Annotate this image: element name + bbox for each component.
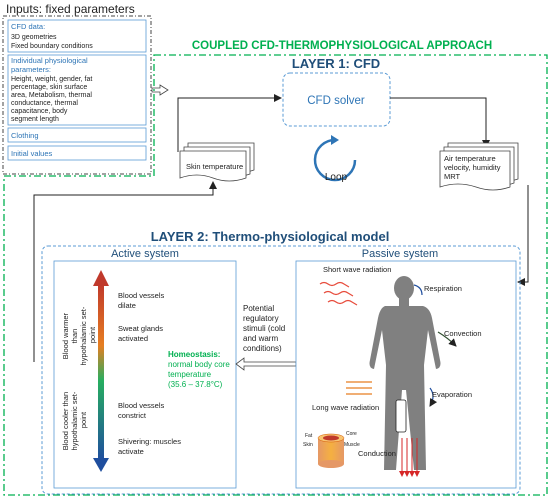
- solver-to-air-arrow: [390, 97, 490, 148]
- layer2-to-skin-arrow: [33, 181, 217, 362]
- stimuli-label: regulatory: [243, 314, 279, 323]
- cfd-solver-box: [282, 72, 391, 127]
- long-wave-label: Long wave radiation: [312, 403, 379, 412]
- clothing-box: [7, 127, 147, 143]
- cfd-data-box: [7, 19, 147, 53]
- individual-line: percentage, skin surface: [11, 84, 87, 91]
- human-body-silhouette: [369, 276, 441, 470]
- individual-line: capacitance, body: [11, 108, 68, 115]
- homeostasis-line: normal body core: [168, 360, 230, 369]
- shivering-label: activate: [118, 447, 144, 456]
- cooler-label: Blood cooler than hypothalamic set- poin…: [61, 390, 88, 451]
- individual-line: area, Metabolism, thermal: [11, 92, 92, 99]
- inputs-box: [2, 15, 152, 175]
- stimuli-label: conditions): [243, 344, 282, 353]
- convection-arrow: [437, 331, 457, 347]
- layer2-title: LAYER 2: Thermo-physiological model: [151, 229, 390, 244]
- approach-frame: [3, 54, 548, 496]
- skin-to-solver-arrow: [177, 94, 282, 152]
- active-system-panel: [53, 260, 237, 489]
- cfd-solver-label: CFD solver: [307, 95, 365, 107]
- evaporation-label: Evaporation: [432, 390, 472, 399]
- dilate-label: dilate: [118, 301, 136, 310]
- skin-label: Skin: [303, 442, 313, 448]
- stimuli-label: and warm: [243, 334, 278, 343]
- warmer-label: Blood warmer than hypothalamic set- poin…: [61, 305, 97, 366]
- loop-label: Loop: [325, 172, 348, 183]
- loop-icon: [313, 135, 357, 182]
- arrow-down-cool: [93, 458, 109, 472]
- individual-heading: Individual physiological: [11, 56, 88, 65]
- air-doc-line: Air temperature: [444, 154, 496, 163]
- individual-line: conductance, thermal: [11, 100, 78, 107]
- initial-values-label: Initial values: [11, 149, 53, 158]
- individual-params-box: [7, 54, 147, 126]
- evaporation-arrow: [429, 387, 438, 407]
- initial-values-box: [7, 145, 147, 161]
- individual-line: segment length: [11, 116, 59, 123]
- respiration-label: Respiration: [424, 284, 462, 293]
- tissue-layers-icon: [317, 433, 345, 468]
- active-system-title: Active system: [111, 248, 179, 260]
- convection-label: Convection: [444, 329, 482, 338]
- constrict-label: Blood vessels: [118, 401, 165, 410]
- body-segment-icon: [395, 399, 407, 433]
- respiration-arrow: [413, 284, 423, 296]
- cfd-data-line: Fixed boundary conditions: [11, 43, 93, 50]
- core-label: Core: [346, 431, 357, 437]
- air-temperature-doc: [439, 142, 519, 191]
- homeostasis-line: temperature: [168, 370, 212, 379]
- shivering-label: Shivering: muscles: [118, 437, 181, 446]
- arrow-up-warm: [93, 270, 109, 286]
- temperature-gradient-bar: [98, 284, 104, 460]
- air-doc-line: MRT: [444, 172, 461, 181]
- sweat-label: Sweat glands: [118, 324, 163, 333]
- cfd-data-heading: CFD data:: [11, 22, 45, 31]
- stimuli-label: stimuli (cold: [243, 324, 285, 333]
- short-wave-arrows: [319, 281, 358, 306]
- stimuli-label: Potential: [243, 304, 274, 313]
- muscle-label: Muscle: [344, 442, 360, 448]
- layer1-title: LAYER 1: CFD: [292, 56, 380, 71]
- conduction-arrows: [399, 438, 420, 477]
- long-wave-arrows: [346, 381, 372, 395]
- air-doc-line: velocity, humidity: [444, 163, 501, 172]
- individual-line: Height, weight, gender, fat: [11, 76, 92, 83]
- inputs-title: Inputs: fixed parameters: [6, 2, 135, 16]
- skin-temperature-label: Skin temperature: [186, 162, 243, 171]
- cfd-data-line: 3D geometries: [11, 34, 57, 41]
- approach-title: COUPLED CFD-THERMOPHYSIOLOGICAL APPROACH: [192, 40, 492, 52]
- air-to-passive-arrow: [517, 185, 529, 286]
- homeostasis-line: (35.6 – 37.8°C): [168, 380, 223, 389]
- fat-label: Fat: [305, 433, 313, 439]
- dilate-label: Blood vessels: [118, 291, 165, 300]
- individual-heading: parameters:: [11, 65, 51, 74]
- sweat-label: activated: [118, 334, 148, 343]
- inputs-arrow: [151, 84, 169, 96]
- conduction-label: Conduction: [358, 449, 396, 458]
- constrict-label: constrict: [118, 411, 147, 420]
- passive-system-title: Passive system: [362, 248, 438, 260]
- short-wave-label: Short wave radiation: [323, 265, 391, 274]
- homeostasis-heading: Homeostasis:: [168, 350, 220, 359]
- layer2-frame: [41, 245, 521, 495]
- skin-temperature-doc: [179, 142, 255, 182]
- clothing-label: Clothing: [11, 131, 39, 140]
- passive-to-active-arrow: [235, 357, 297, 371]
